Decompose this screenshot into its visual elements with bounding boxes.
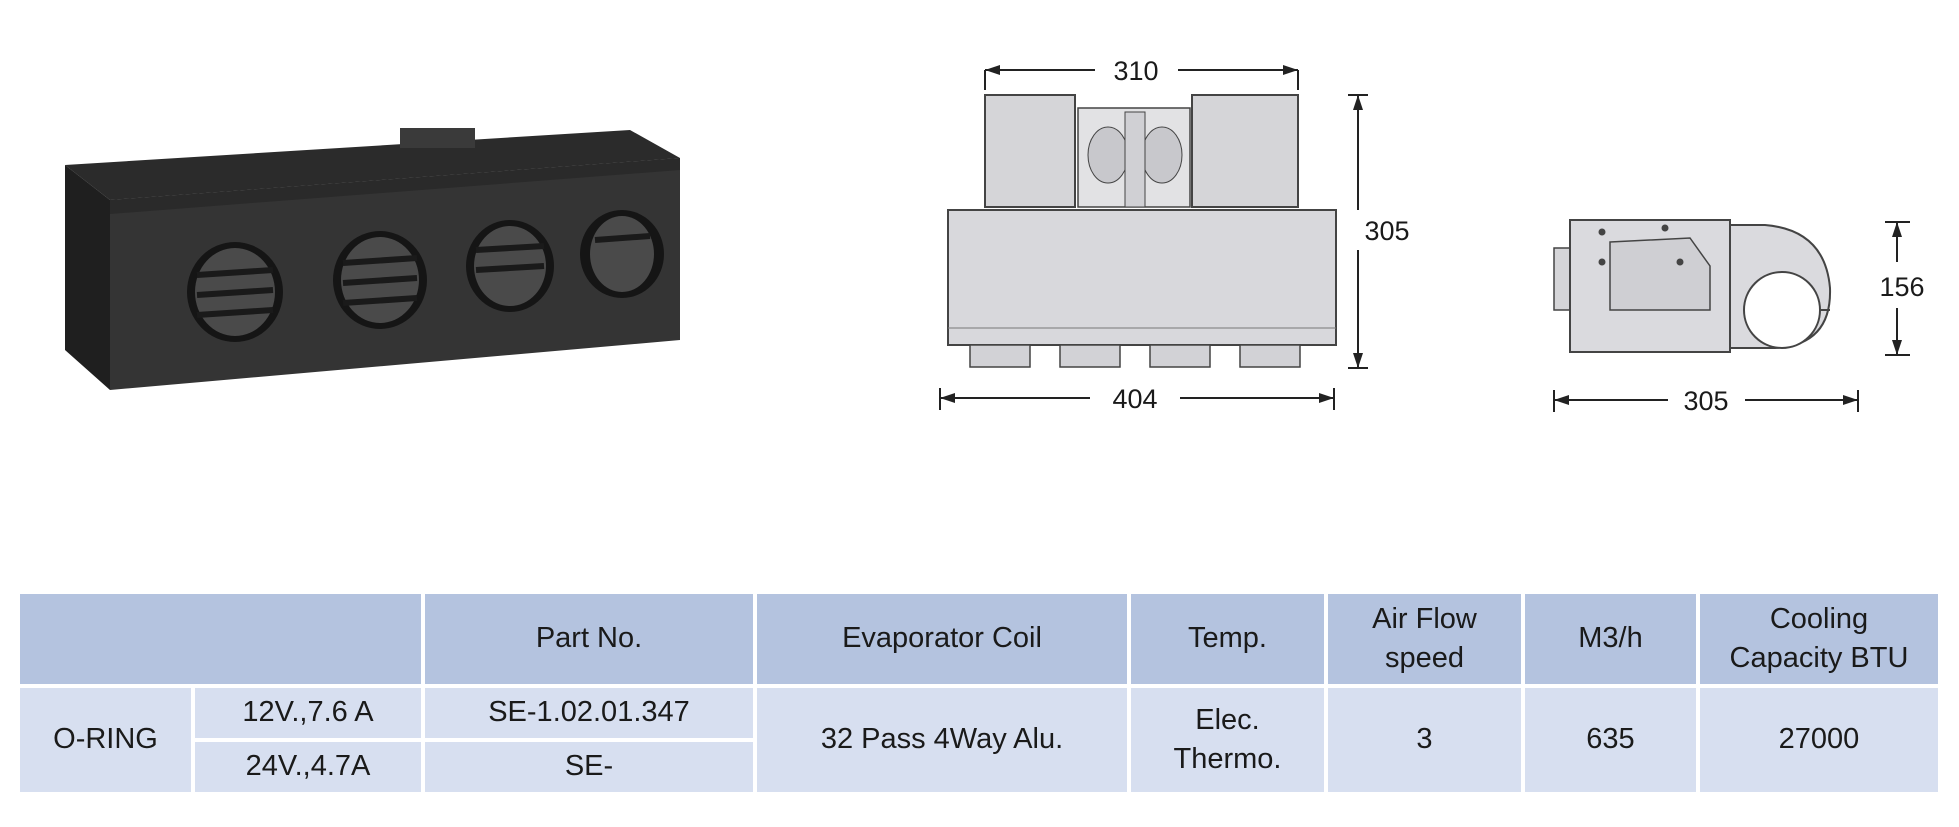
header-cooling-line1: Cooling [1769, 602, 1869, 635]
dim-side-height-label: 156 [1879, 272, 1924, 302]
cell-airflow: 3 [1324, 684, 1525, 796]
dim-front-height: 305 [1364, 216, 1409, 246]
cell-temp: Elec. Thermo. [1127, 684, 1328, 796]
header-m3h: M3/h [1521, 590, 1700, 688]
front-dimension-drawing: 310 404 [939, 56, 1368, 414]
product-photo [65, 128, 680, 390]
dim-front-top-label: 310 [1113, 56, 1158, 86]
header-part-no: Part No. [421, 590, 757, 688]
cell-part-1: SE-1.02.01.347 [421, 684, 757, 742]
spec-table: Part No. Evaporator Coil Temp. Air Flow … [16, 590, 1942, 796]
cell-temp-line1: Elec. [1195, 703, 1260, 736]
header-air-flow-line1: Air Flow [1372, 602, 1477, 635]
cell-voltage-1: 12V.,7.6 A [191, 684, 425, 742]
header-cooling-capacity: Cooling Capacity BTU [1696, 590, 1942, 688]
table-row: 24V.,4.7A SE- [18, 738, 1940, 796]
cell-temp-line2: Thermo. [1173, 743, 1282, 775]
cell-part-2: SE- [421, 738, 757, 796]
cell-voltage-2: 24V.,4.7A [191, 738, 425, 796]
table-row: O-RING 12V.,7.6 A SE-1.02.01.347 32 Pass… [16, 684, 1942, 796]
dim-front-height-label: 305 [1364, 216, 1409, 246]
cell-cooling: 27000 [1696, 684, 1942, 796]
side-dimension-drawing: 156 305 [1553, 219, 1925, 416]
dim-front-bottom-label: 404 [1112, 384, 1157, 414]
header-evaporator-coil: Evaporator Coil [753, 590, 1131, 688]
header-cooling-line2: Capacity BTU [1729, 642, 1909, 674]
table-header-row: Part No. Evaporator Coil Temp. Air Flow … [16, 590, 1942, 688]
header-temp: Temp. [1127, 590, 1328, 688]
header-empty-cell [16, 590, 425, 688]
dim-side-width-label: 305 [1683, 386, 1728, 416]
header-air-flow-line2: speed [1384, 642, 1464, 674]
cell-m3h: 635 [1521, 684, 1700, 796]
cell-type: O-RING [16, 684, 195, 796]
cell-evaporator: 32 Pass 4Way Alu. [753, 684, 1131, 796]
header-air-flow: Air Flow speed [1324, 590, 1525, 688]
